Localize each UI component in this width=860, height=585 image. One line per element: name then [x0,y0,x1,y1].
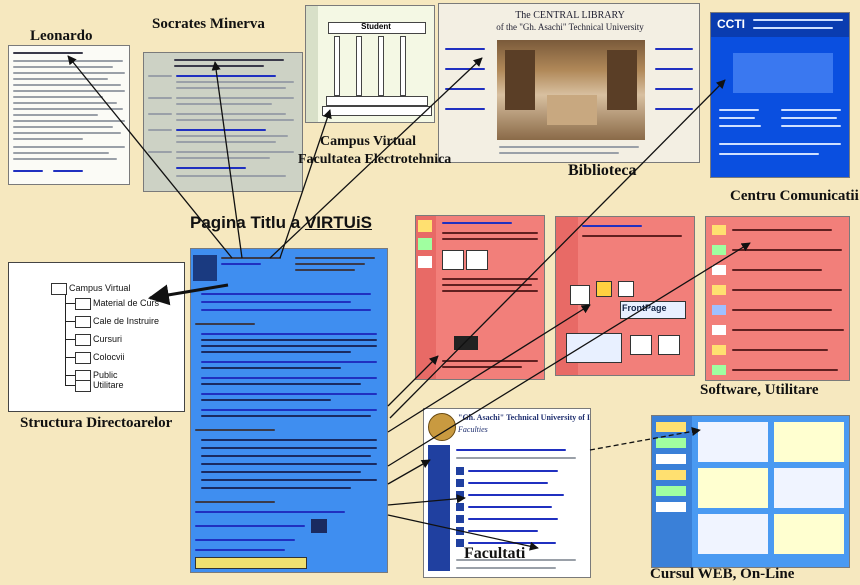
software-page-3-thumbnail[interactable] [705,216,850,381]
arrow-to-software-3 [387,242,751,467]
library-photo [497,40,645,140]
structura-label: Structura Directoarelor [20,415,173,431]
arrow-course-faculties [589,426,701,451]
ccti-logo: CCTI [717,17,745,31]
library-title-line2: of the "Gh. Asachi" Technical University [496,22,644,32]
arrow-to-leonardo [67,55,233,259]
faculties-thumbnail[interactable]: "Gh. Asachi" Technical University of Ias… [423,408,591,578]
pagina-titlu-label: Pagina Titlu a VIRTUiS [190,213,372,233]
university-title: "Gh. Asachi" Technical University of Ias… [458,413,590,422]
library-title-line1: The CENTRAL LIBRARY [515,10,625,21]
tree-item-3[interactable]: Colocvii [93,352,125,362]
arrow-to-course [387,494,466,506]
software-page-1-thumbnail[interactable] [415,215,545,380]
tree-item-5[interactable]: Utilitare [93,380,124,390]
course-web-thumbnail[interactable] [651,415,850,568]
library-thumbnail[interactable]: The CENTRAL LIBRARY of the "Gh. Asachi" … [438,3,700,163]
facultati-label: Facultati [464,545,526,562]
arrow-to-ccti [389,79,726,419]
socrates-label: Socrates Minerva [152,16,265,32]
folder-icon [75,380,91,392]
ccti-thumbnail[interactable]: CCTI [710,12,850,178]
arrow-to-biblioteca [269,57,483,259]
arrow-to-software-2 [387,304,591,433]
arrow-to-facultati-label [387,514,539,551]
tree-item-2[interactable]: Cursuri [93,334,123,344]
campus-label-line1: Campus Virtual [320,134,417,149]
pagina-titlu-link[interactable]: VIRTUiS [304,213,372,232]
software-label: Software, Utilitare [700,382,819,398]
cursul-label: Cursul WEB, On-Line [650,566,795,582]
folder-icon [75,334,91,346]
tree-item-4[interactable]: Public [93,370,118,380]
arrow-to-directory [147,283,229,306]
folder-icon [75,316,91,328]
centru-label: Centru Comunicatii [730,188,859,204]
leonardo-thumbnail[interactable] [8,45,130,185]
leonardo-label: Leonardo [30,28,93,44]
arrow-to-software [387,355,439,407]
university-subtitle: Faculties [458,425,488,434]
arrow-to-socrates [211,61,243,259]
arrow-to-campus [279,109,332,259]
virtuis-title-page-thumbnail[interactable] [190,248,388,573]
tree-item-1[interactable]: Cale de Instruire [93,316,160,326]
pagina-titlu-prefix: Pagina Titlu a [190,213,305,232]
campus-virtual-thumbnail[interactable]: Student [305,5,435,123]
campus-heading: Student [361,22,391,31]
biblioteca-label: Biblioteca [568,162,637,179]
arrow-to-faculties [387,459,431,485]
tree-root-label[interactable]: Campus Virtual [69,283,131,293]
directory-structure-box: Campus Virtual Material de Curs Cale de … [8,262,185,412]
tree-item-0[interactable]: Material de Curs [93,298,160,308]
folder-icon [75,352,91,364]
folder-icon [75,298,91,310]
root-folder-icon [51,283,67,295]
